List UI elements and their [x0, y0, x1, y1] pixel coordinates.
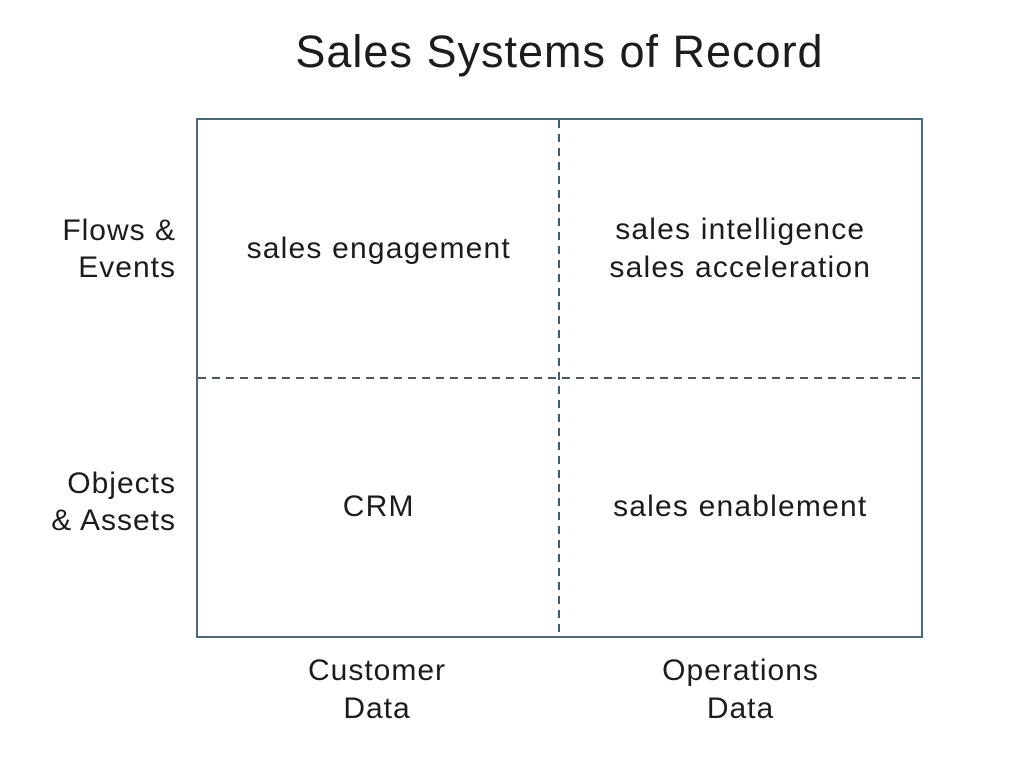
quadrant-matrix: sales engagement sales intelligence sale…: [196, 118, 923, 638]
col-label-operations-data: Operations Data: [558, 652, 923, 728]
quadrant-top-left: sales engagement: [198, 120, 560, 378]
row-label-line: & Assets: [51, 504, 176, 537]
row-label-line: Events: [78, 251, 176, 284]
quadrant-label: sales engagement: [246, 232, 511, 265]
col-label-line: Data: [343, 692, 411, 725]
quadrant-label: CRM: [342, 490, 415, 523]
diagram-title: Sales Systems of Record: [295, 26, 824, 77]
quadrant-top-right: sales intelligence sales acceleration: [560, 120, 922, 378]
quadrant-label: sales enablement: [613, 490, 868, 523]
row-label-line: Objects: [67, 467, 176, 500]
col-label-line: Customer: [307, 654, 447, 687]
row-label-flows-events: Flows & Events: [0, 212, 176, 286]
quadrant-bottom-right: sales enablement: [560, 378, 922, 636]
quadrant-bottom-left: CRM: [198, 378, 560, 636]
col-label-line: Data: [706, 692, 775, 725]
quadrant-label: sales intelligence: [615, 213, 866, 246]
row-label-line: Flows &: [62, 214, 176, 247]
col-label-line: Operations: [662, 654, 819, 687]
row-label-objects-assets: Objects & Assets: [0, 465, 176, 539]
quadrant-divider-lines: [198, 120, 921, 636]
col-label-customer-data: Customer Data: [196, 652, 558, 728]
quadrant-grid: sales engagement sales intelligence sale…: [198, 120, 921, 636]
quadrant-label: sales acceleration: [609, 251, 872, 284]
